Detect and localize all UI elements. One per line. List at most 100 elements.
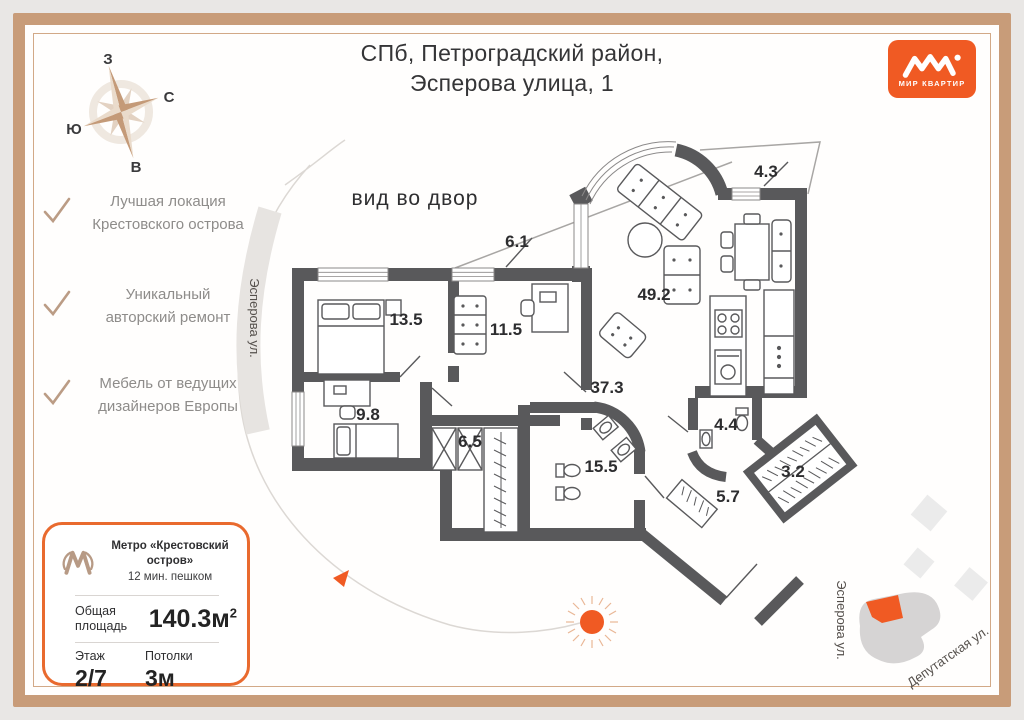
checkmark-icon xyxy=(43,197,71,224)
kitchen-counter xyxy=(763,289,795,395)
furniture xyxy=(317,163,795,533)
floor-value: 2/7 xyxy=(75,665,107,691)
metro-row: Метро «Крестовский остров» 12 мин. пешко… xyxy=(45,525,247,593)
armchair xyxy=(599,312,647,359)
brand-name: МИР КВАРТИР xyxy=(898,78,966,88)
wardrobe-room xyxy=(742,413,858,524)
doors xyxy=(399,161,789,599)
feature-text: Мебель от ведущих дизайнеров Европы xyxy=(74,372,262,418)
metro-icon xyxy=(62,550,94,575)
room-labels: 6.1 13.5 11.5 49.2 4.3 37.3 9.8 6.5 15.5… xyxy=(356,162,805,506)
terrace-edge-line xyxy=(454,161,733,269)
info-card: Метро «Крестовский остров» 12 мин. пешко… xyxy=(42,522,250,691)
title-line-1: СПб, Петроградский район, xyxy=(360,40,664,66)
metro-texts: Метро «Крестовский остров» 12 мин. пешко… xyxy=(103,539,237,585)
room-label-bathroom-guest: 4.4 xyxy=(714,415,738,434)
door-bathroom-guest xyxy=(667,415,689,433)
title-line-2: Эсперова улица, 1 xyxy=(410,70,614,96)
floor-ceiling-row: Этаж 2/7 Потолки 3м xyxy=(45,645,247,692)
street-label-esperova-left: Эсперова ул. xyxy=(247,278,262,358)
room-label-hall: 37.3 xyxy=(590,378,623,397)
ceiling-label: Потолки xyxy=(144,649,193,663)
sink xyxy=(592,414,620,441)
area-sup: 2 xyxy=(229,605,237,621)
ceiling-value: 3м xyxy=(144,665,175,691)
sofa-small xyxy=(453,295,487,355)
window xyxy=(731,187,761,201)
feature-text: Лучшая локация Крестовского острова xyxy=(74,190,262,236)
kitchen-island xyxy=(709,295,747,397)
floor-label: Этаж xyxy=(75,649,105,663)
compass-east-label: В xyxy=(131,159,142,172)
door-entrance xyxy=(725,563,758,599)
desk xyxy=(323,379,371,420)
compass-north-label: С xyxy=(164,89,175,106)
wardrobe-unit xyxy=(431,427,483,471)
room-label-bedroom-second: 9.8 xyxy=(356,405,380,424)
room-label-wardrobe: 3.2 xyxy=(781,462,805,481)
feature-item-location: Лучшая локация Крестовского острова xyxy=(40,190,262,236)
feature-item-design: Уникальный авторский ремонт xyxy=(40,283,262,329)
brand-logo: МИР КВАРТИР xyxy=(888,40,976,98)
card-divider xyxy=(75,595,219,596)
coat-closet xyxy=(665,478,719,529)
total-area-label: Общая площадь xyxy=(75,604,128,633)
street-band-left: Эсперова ул. xyxy=(236,206,282,435)
apartment-highlight xyxy=(866,595,903,623)
feature-text: Уникальный авторский ремонт xyxy=(74,283,262,329)
toilet xyxy=(555,463,581,501)
room-label-cabinet: 11.5 xyxy=(490,320,522,339)
windows xyxy=(291,141,761,447)
feature-line: Крестовского острова xyxy=(92,216,244,233)
door-terrace xyxy=(505,237,533,268)
sink xyxy=(699,429,713,449)
courtyard-view-label: вид во двор xyxy=(352,187,479,210)
door-bedroom-second xyxy=(431,387,453,407)
closet-hangers xyxy=(483,427,519,533)
window xyxy=(451,267,495,282)
feature-line: Лучшая локация xyxy=(110,193,226,210)
room-label-entry-hall: 5.7 xyxy=(716,487,740,506)
door-bathroom-main xyxy=(644,475,665,499)
door-balcony xyxy=(763,161,789,187)
street-label-esperova-map: Эсперова ул. xyxy=(834,580,849,660)
door-bedroom-main xyxy=(399,355,421,378)
room-label-bedroom-main: 13.5 xyxy=(389,310,422,329)
loveseat-sofa xyxy=(663,245,701,305)
window xyxy=(291,391,305,447)
feature-line: Мебель от ведущих xyxy=(99,375,237,392)
card-divider xyxy=(75,642,219,643)
compass-west-label: З xyxy=(103,51,112,68)
brand-zigzag-icon xyxy=(902,53,961,78)
feature-line: дизайнеров Европы xyxy=(98,398,238,415)
room-label-terrace: 6.1 xyxy=(505,232,529,251)
compass-rose: З С Ю В xyxy=(66,51,175,172)
area-number: 140.3м xyxy=(148,604,230,633)
room-label-bathroom-main: 15.5 xyxy=(584,457,617,476)
compass-south-label: Ю xyxy=(66,121,81,138)
window xyxy=(317,267,389,282)
corner-sofa xyxy=(617,163,703,241)
checkmark-icon xyxy=(43,290,71,317)
ceiling-col: Потолки 3м xyxy=(145,649,193,692)
balcony-edge-line xyxy=(699,141,821,195)
sink xyxy=(610,436,638,463)
desk xyxy=(520,283,569,333)
curved-glazing xyxy=(581,141,677,205)
direction-arrow-icon xyxy=(333,570,349,587)
metro-name: Метро «Крестовский остров» xyxy=(111,540,229,567)
checkmark-icon xyxy=(43,379,71,406)
window xyxy=(573,203,589,269)
door-cabinet xyxy=(563,371,587,393)
decor-diamonds xyxy=(903,494,988,601)
page-title: СПб, Петроградский район, Эсперова улица… xyxy=(262,38,762,98)
room-label-corridor: 6.5 xyxy=(458,432,482,451)
total-area-row: Общая площадь 140.3м2 xyxy=(45,598,247,640)
metro-walk-time: 12 мин. пешком xyxy=(127,571,213,583)
round-table xyxy=(627,222,663,258)
feature-line: авторский ремонт xyxy=(105,309,231,326)
floor-col: Этаж 2/7 xyxy=(75,649,107,692)
single-bed xyxy=(333,423,399,459)
feature-item-furniture: Мебель от ведущих дизайнеров Европы xyxy=(40,372,262,418)
